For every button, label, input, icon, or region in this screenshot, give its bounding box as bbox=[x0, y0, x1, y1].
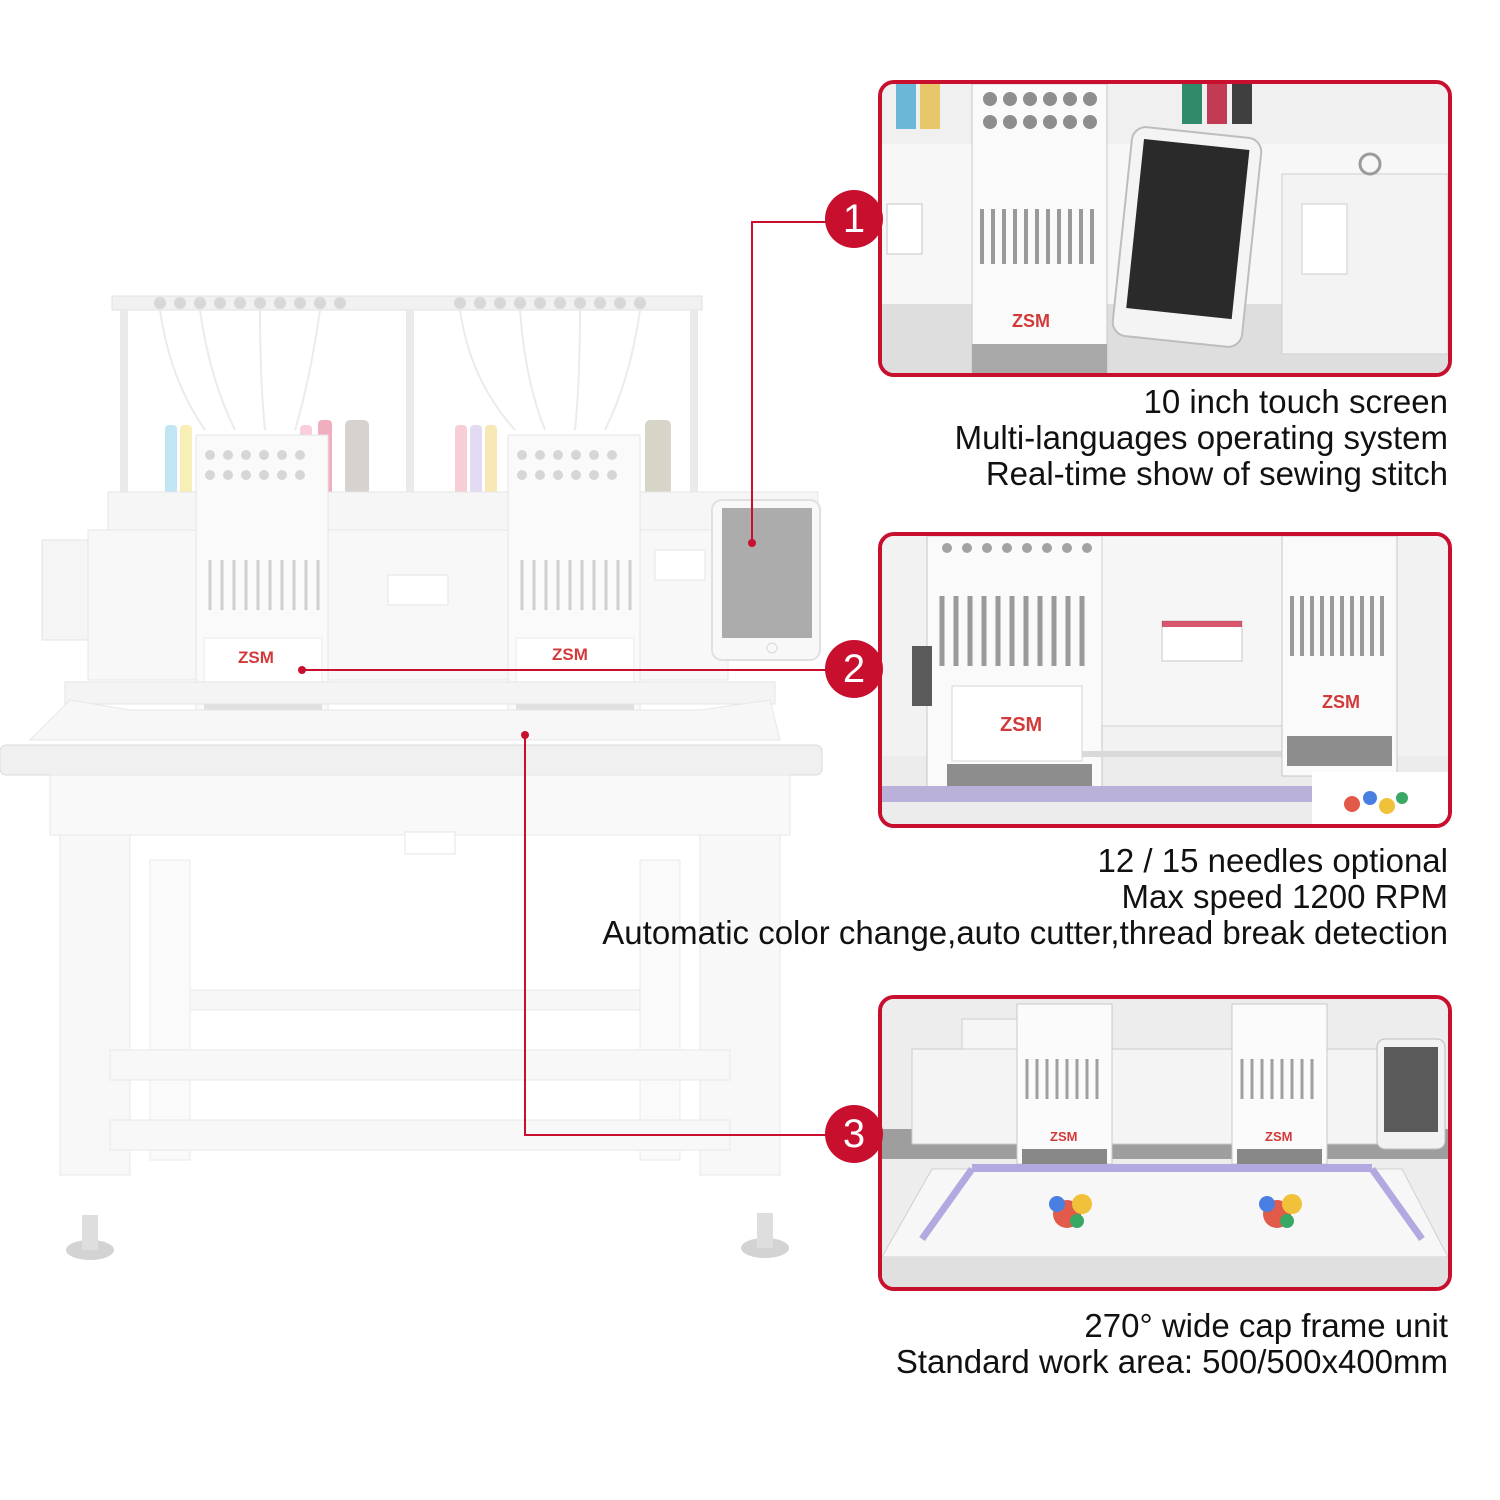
needle-heads-closeup-image: ZSM ZSM bbox=[882, 536, 1448, 824]
cap-frame-closeup-image: ZSM ZSM bbox=[882, 999, 1448, 1287]
caption-line: Multi-languages operating system bbox=[954, 419, 1448, 456]
svg-text:ZSM: ZSM bbox=[238, 648, 274, 667]
callout-number-2: 2 bbox=[825, 640, 883, 698]
detail-panel-cap-frame: ZSM ZSM bbox=[878, 995, 1452, 1291]
detail-panel-needle-heads: ZSM ZSM bbox=[878, 532, 1452, 828]
caption-line: Automatic color change,auto cutter,threa… bbox=[602, 914, 1448, 951]
svg-text:ZSM: ZSM bbox=[1012, 311, 1050, 331]
svg-text:ZSM: ZSM bbox=[1000, 714, 1042, 736]
embroidery-machine-illustration: ZSM ZSM bbox=[0, 295, 823, 1260]
svg-text:ZSM: ZSM bbox=[1265, 1129, 1292, 1144]
callout-number-1: 1 bbox=[825, 190, 883, 248]
svg-text:ZSM: ZSM bbox=[1322, 692, 1360, 712]
caption-line: Max speed 1200 RPM bbox=[1121, 878, 1448, 915]
touch-screen-closeup-image: ZSM bbox=[882, 84, 1448, 373]
caption-line: Standard work area: 500/500x400mm bbox=[895, 1343, 1448, 1380]
caption-line: 10 inch touch screen bbox=[1143, 383, 1448, 420]
svg-text:ZSM: ZSM bbox=[1050, 1129, 1077, 1144]
svg-text:ZSM: ZSM bbox=[552, 645, 588, 664]
callout-caption-1: 10 inch touch screen Multi-languages ope… bbox=[955, 384, 1448, 492]
callout-caption-3: 270° wide cap frame unit Standard work a… bbox=[896, 1308, 1448, 1380]
caption-line: Real-time show of sewing stitch bbox=[985, 455, 1448, 492]
caption-line: 270° wide cap frame unit bbox=[1084, 1307, 1448, 1344]
callout-number-3: 3 bbox=[825, 1105, 883, 1163]
detail-panel-touch-screen: ZSM bbox=[878, 80, 1452, 377]
caption-line: 12 / 15 needles optional bbox=[1097, 842, 1448, 879]
callout-caption-2: 12 / 15 needles optional Max speed 1200 … bbox=[602, 843, 1448, 951]
